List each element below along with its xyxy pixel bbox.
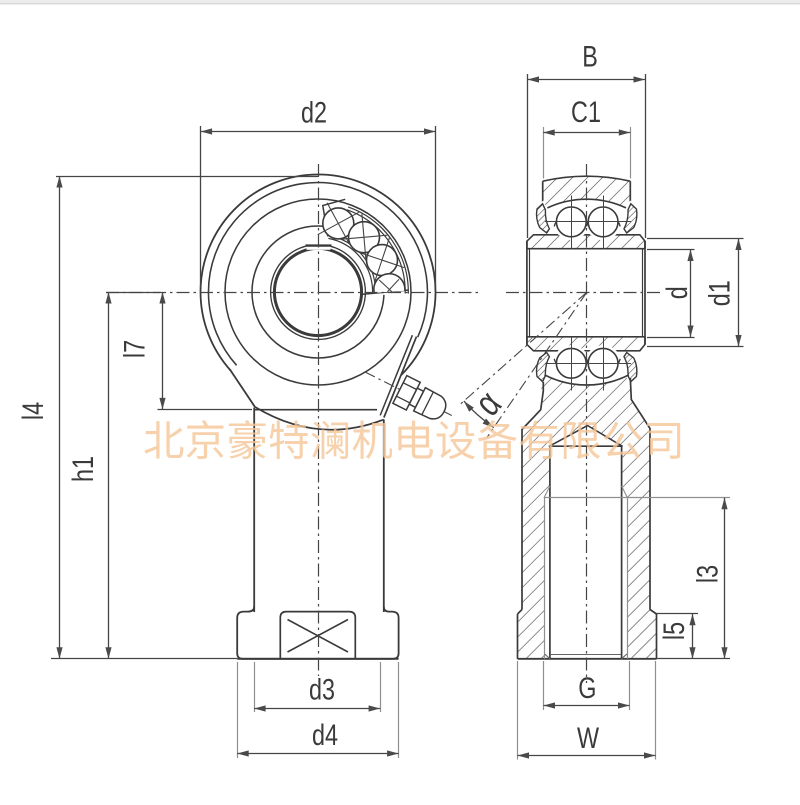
svg-text:W: W — [577, 721, 600, 754]
svg-text:d1: d1 — [703, 280, 736, 306]
svg-text:l3: l3 — [691, 565, 724, 583]
svg-text:l7: l7 — [118, 340, 151, 358]
svg-text:C1: C1 — [571, 95, 601, 128]
svg-text:d3: d3 — [309, 673, 335, 706]
svg-text:G: G — [578, 671, 596, 704]
svg-text:B: B — [582, 40, 598, 73]
svg-text:h1: h1 — [66, 456, 99, 482]
svg-text:l4: l4 — [16, 402, 49, 420]
svg-text:北京豪特澜机电设备有限公司: 北京豪特澜机电设备有限公司 — [143, 418, 685, 465]
svg-text:l5: l5 — [657, 622, 690, 640]
svg-text:d4: d4 — [312, 718, 338, 751]
svg-text:d2: d2 — [301, 96, 327, 129]
svg-text:d: d — [660, 286, 693, 299]
